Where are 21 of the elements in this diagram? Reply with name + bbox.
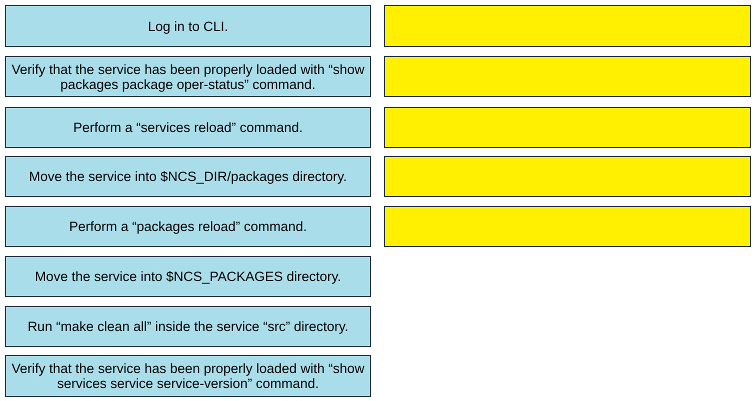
answer-option-box	[5, 107, 371, 148]
step-text: Log in to CLI.	[148, 18, 228, 34]
drop-target-box	[384, 56, 751, 97]
answer-option-box	[5, 306, 371, 347]
step-text: Move the service into $NCS_PACKAGES directory.	[34, 269, 342, 284]
answer-option-box	[5, 355, 371, 397]
step-text: Verify that the service has been properly loaded with “show services service service-version” command.	[10, 361, 366, 391]
answer-option-box	[5, 5, 371, 47]
answer-option-box	[5, 256, 371, 297]
answer-option-box	[5, 156, 371, 197]
answer-option-box	[5, 56, 371, 97]
step-text: Perform a “services reload” command.	[73, 120, 303, 135]
step-text: Run “make clean all” inside the service “src” directory.	[28, 319, 348, 334]
step-text: Perform a “packages reload” command.	[69, 219, 307, 234]
answer-option-box	[5, 206, 371, 247]
drop-target-box	[384, 156, 751, 197]
drop-target-box	[384, 206, 751, 247]
step-text: Move the service into $NCS_DIR/packages directory.	[29, 169, 347, 184]
drop-target-box	[384, 107, 751, 148]
step-text: Verify that the service has been properly loaded with “show packages package oper-status” command.	[10, 62, 366, 92]
drop-target-box	[384, 5, 751, 47]
